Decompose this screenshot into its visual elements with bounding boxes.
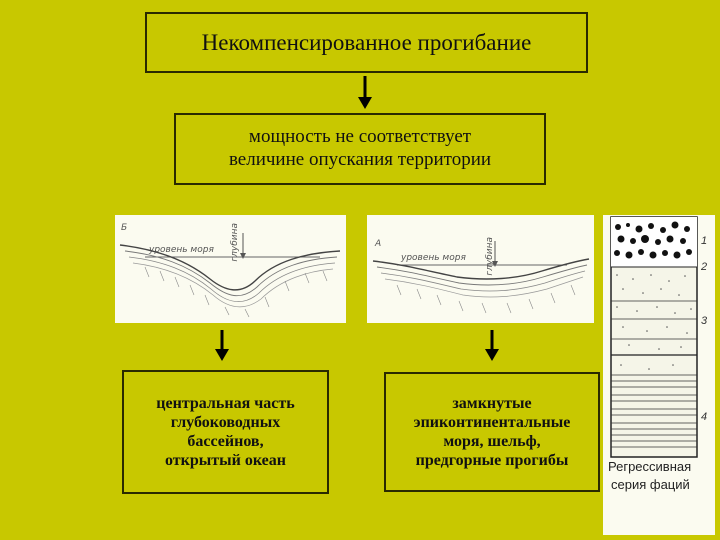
left-case-box: центральная часть глубоководных бассейно… bbox=[122, 370, 329, 494]
facies-column: 1 2 3 4 Регрессивная серия фаций bbox=[603, 215, 715, 535]
left-case-line: открытый океан bbox=[156, 451, 294, 470]
statement-box: мощность не соответствует величине опуск… bbox=[174, 113, 546, 185]
title-box: Некомпенсированное прогибание bbox=[145, 12, 588, 73]
cross-section-a: А уровень моря глубина bbox=[367, 215, 594, 323]
layer-number: 4 bbox=[701, 411, 707, 423]
down-arrow-3 bbox=[484, 330, 500, 362]
left-case-line: глубоководных bbox=[156, 413, 294, 432]
right-case-line: эпиконтинентальные bbox=[414, 413, 571, 432]
statement-line-1: мощность не соответствует bbox=[229, 126, 491, 149]
left-case-line: бассейнов, bbox=[156, 432, 294, 451]
down-arrow-1 bbox=[357, 76, 373, 110]
column-caption-2: серия фаций bbox=[611, 477, 690, 493]
right-case-line: предгорные прогибы bbox=[414, 451, 571, 470]
right-case-line: моря, шельф, bbox=[414, 432, 571, 451]
shelf-drawing bbox=[367, 215, 594, 323]
diagram-title: Некомпенсированное прогибание bbox=[202, 29, 532, 57]
column-caption-1: Регрессивная bbox=[608, 459, 691, 475]
layer-number: 1 bbox=[701, 235, 707, 247]
layer-number: 2 bbox=[701, 261, 707, 273]
basin-drawing bbox=[115, 215, 346, 323]
cross-section-b: Б уровень моря глубина bbox=[115, 215, 346, 323]
right-case-box: замкнутые эпиконтинентальные моря, шельф… bbox=[384, 372, 600, 492]
layer-number: 3 bbox=[701, 315, 707, 327]
left-case-line: центральная часть bbox=[156, 394, 294, 413]
statement-line-2: величине опускания территории bbox=[229, 149, 491, 172]
right-case-line: замкнутые bbox=[414, 394, 571, 413]
down-arrow-2 bbox=[214, 330, 230, 362]
